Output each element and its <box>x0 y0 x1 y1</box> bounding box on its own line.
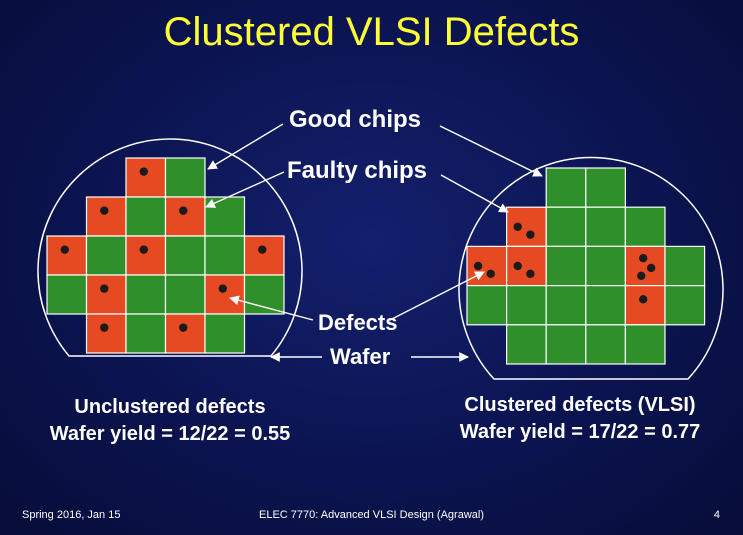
defect-dot <box>139 245 148 254</box>
good-chip <box>545 285 587 326</box>
faulty-chip <box>624 285 666 326</box>
good-chip <box>585 324 626 365</box>
good-chip <box>164 235 206 276</box>
wafer-outline-right <box>458 156 724 380</box>
unclustered-yield: Wafer yield = 12/22 = 0.55 <box>49 423 291 445</box>
defect-dot <box>486 269 495 279</box>
slide-title: Clustered VLSI Defects <box>163 10 580 54</box>
good-chip <box>624 324 666 365</box>
good-chip <box>624 206 666 247</box>
arrow-good-left <box>207 123 284 170</box>
defect-dot <box>218 284 227 293</box>
good-chip <box>85 235 127 276</box>
defects-label: Defects <box>318 310 398 335</box>
faulty-chip <box>466 245 508 287</box>
good-chip <box>585 285 626 326</box>
faulty-chip <box>85 313 127 354</box>
unclustered-caption-title: Unclustered defects <box>74 396 266 418</box>
wafer-label: Wafer <box>330 344 391 369</box>
good-chip <box>545 245 587 287</box>
good-chip <box>164 157 206 198</box>
chip-grid-clustered <box>466 167 706 365</box>
faulty-chip <box>506 206 547 247</box>
good-chip <box>125 196 167 237</box>
clustered-caption: Clustered defects (VLSI) Wafer yield = 1… <box>430 392 730 446</box>
defect-dot <box>473 261 483 271</box>
defect-dot <box>513 222 522 231</box>
defect-dot <box>513 261 522 271</box>
good-chip <box>125 274 167 315</box>
faulty-chip <box>164 313 206 354</box>
faulty-chip <box>46 235 88 276</box>
defect-dot <box>639 295 648 304</box>
good-chip <box>545 206 587 247</box>
defect-dot <box>258 245 267 254</box>
faulty-chip <box>243 235 285 276</box>
wafer-outline-left <box>37 138 303 357</box>
defect-dot <box>179 323 188 332</box>
good-chip <box>585 245 626 287</box>
footer-date: Spring 2016, Jan 15 <box>22 509 121 521</box>
good-chip <box>125 313 167 354</box>
defect-dot <box>60 245 69 254</box>
good-chip <box>664 245 706 287</box>
good-chip <box>585 167 626 208</box>
good-chip <box>506 324 547 365</box>
defect-dot <box>139 167 148 176</box>
faulty-chip <box>164 196 206 237</box>
good-chip <box>545 324 587 365</box>
good-chip <box>585 206 626 247</box>
arrow-defect-left <box>229 295 314 321</box>
good-chip <box>204 313 246 354</box>
good-chip <box>46 274 88 315</box>
good-chip <box>664 285 706 326</box>
defect-dot <box>179 206 188 215</box>
arrow-defect-right <box>389 271 485 321</box>
arrow-good-right <box>439 125 543 177</box>
defect-dot <box>637 271 646 280</box>
clustered-caption-title: Clustered defects (VLSI) <box>464 394 696 416</box>
clustered-yield: Wafer yield = 17/22 = 0.77 <box>459 421 701 443</box>
faulty-chip <box>624 245 666 287</box>
good-chip <box>545 167 587 208</box>
faulty-chip <box>85 196 127 237</box>
chip-grid-unclustered <box>46 157 285 354</box>
good-chip <box>243 274 285 315</box>
good-chip <box>164 274 206 315</box>
footer-page-number: 4 <box>713 509 720 521</box>
defect-dot <box>100 206 109 215</box>
faulty-chips-label: Faulty chips <box>287 157 428 184</box>
callout-arrows <box>205 123 543 362</box>
faulty-chip <box>125 157 167 198</box>
defect-dot <box>526 230 535 239</box>
defect-dot <box>100 284 109 293</box>
good-chip <box>506 285 547 326</box>
faulty-chip <box>85 274 127 315</box>
good-chip <box>466 285 508 326</box>
good-chip <box>204 235 246 276</box>
unclustered-caption: Unclustered defects Wafer yield = 12/22 … <box>20 394 320 448</box>
defect-dot <box>646 263 656 273</box>
good-chip <box>204 196 246 237</box>
footer-course: ELEC 7770: Advanced VLSI Design (Agrawal… <box>258 509 485 521</box>
defect-dot <box>526 269 535 279</box>
defect-dot <box>100 323 109 332</box>
defect-dot <box>639 253 648 263</box>
faulty-chip <box>506 245 547 287</box>
faulty-chip <box>204 274 246 315</box>
arrow-faulty-left <box>205 171 285 208</box>
arrow-faulty-right <box>440 174 509 213</box>
faulty-chip <box>125 235 167 276</box>
good-chips-label: Good chips <box>289 106 421 133</box>
